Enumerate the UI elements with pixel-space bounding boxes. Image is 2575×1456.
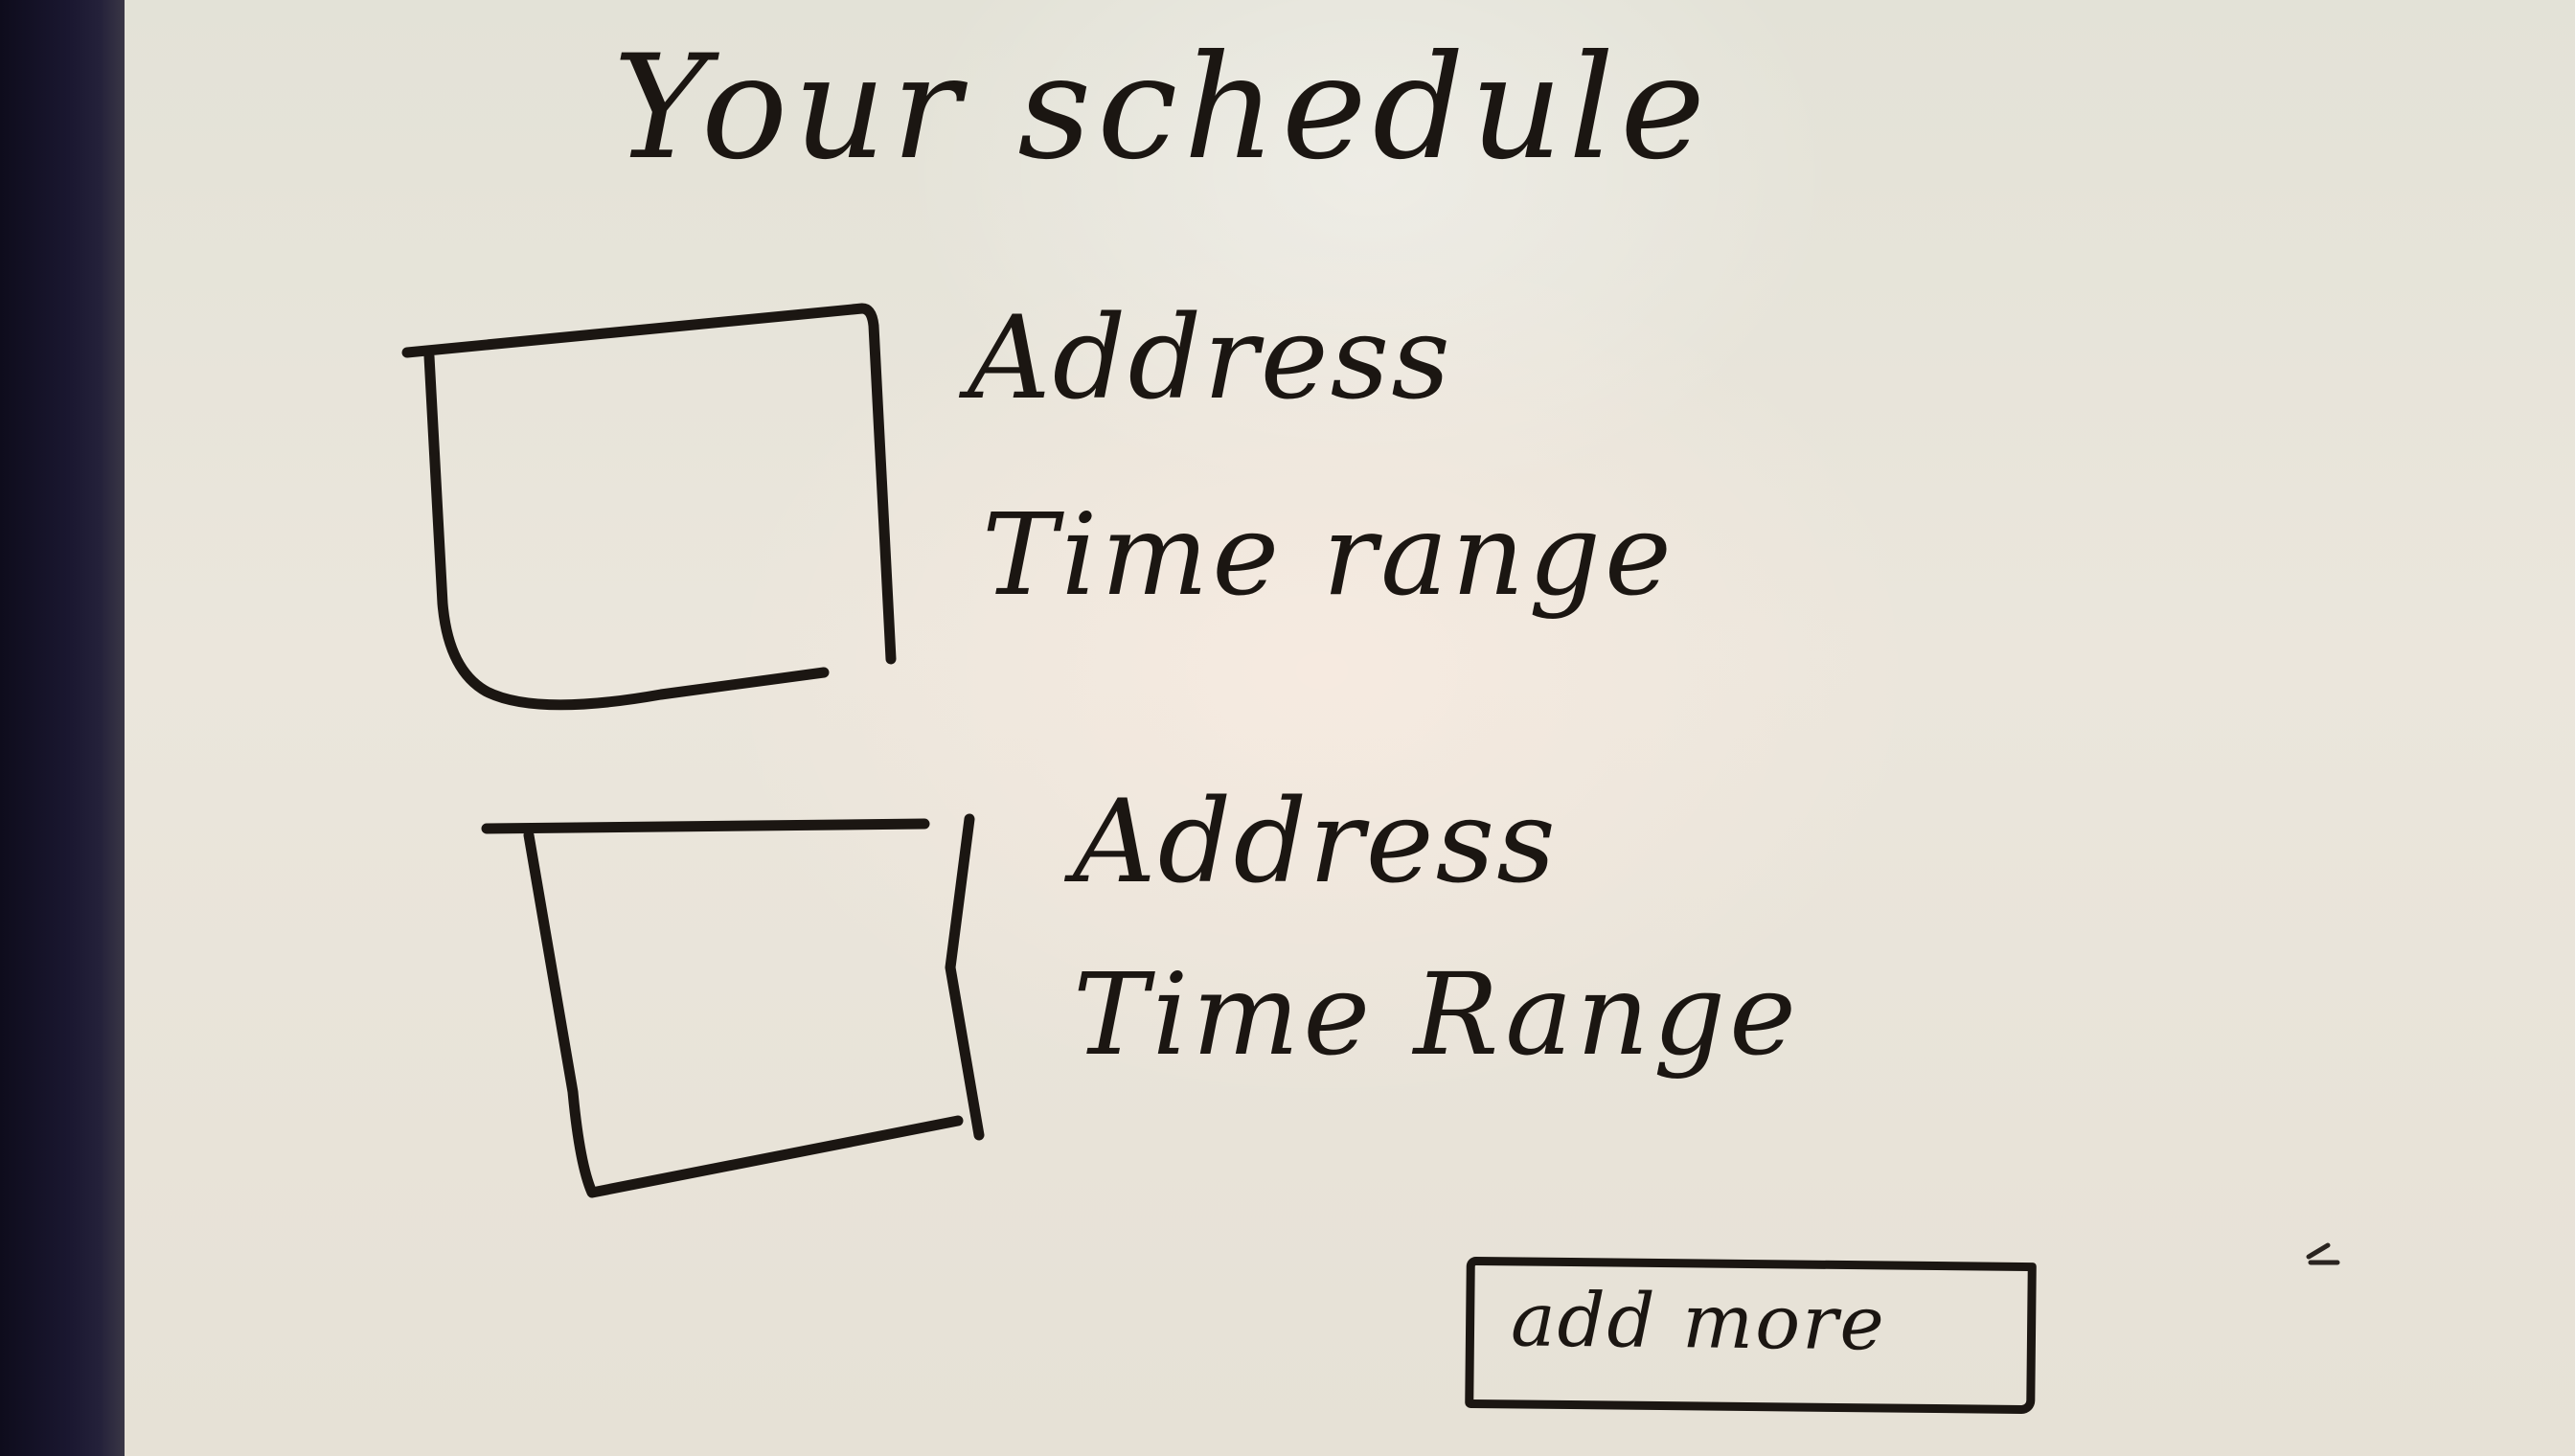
entry-1-time-range: Time range [982, 489, 1675, 621]
add-more-button-label: add more [1510, 1277, 1887, 1368]
page-title: Your schedule [613, 25, 1712, 192]
entry-1-image-placeholder[interactable] [401, 303, 897, 711]
entry-2-time-range: Time Range [1073, 948, 1800, 1081]
whiteboard-frame [0, 0, 125, 1456]
entry-2-address: Address [1073, 776, 1558, 909]
entry-2-image-placeholder[interactable] [481, 813, 985, 1198]
entry-1-address: Address [968, 292, 1452, 425]
whiteboard-surface [125, 0, 2575, 1456]
add-more-button[interactable]: add more [1465, 1256, 2037, 1415]
eraser-smudge-mark [2306, 1242, 2340, 1265]
